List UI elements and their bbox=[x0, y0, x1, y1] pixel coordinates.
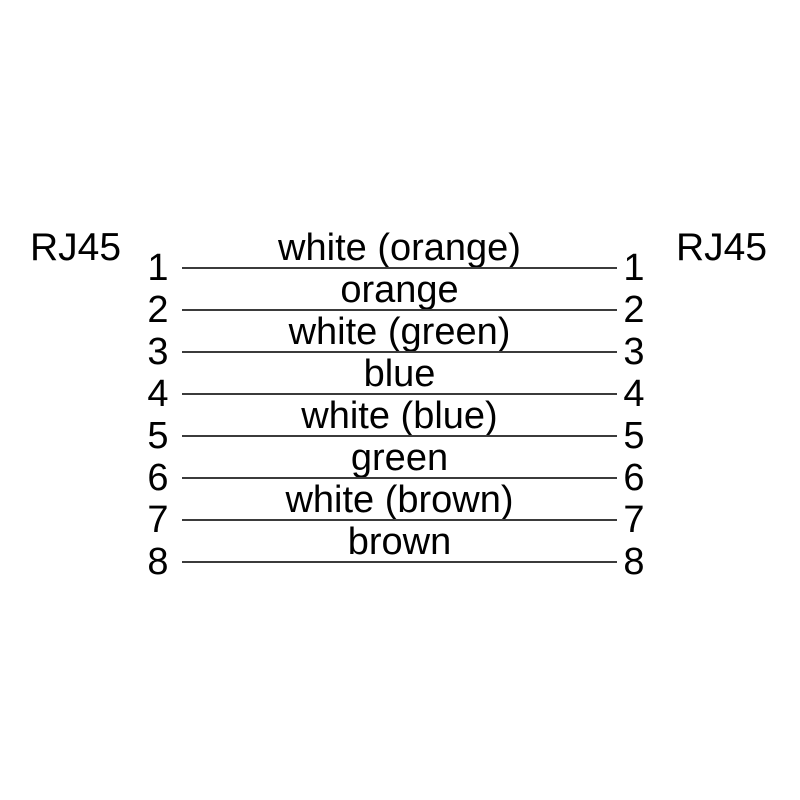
wire-color-label: white (orange) bbox=[278, 227, 521, 269]
wire-color-label: white (brown) bbox=[285, 479, 514, 521]
wire-line bbox=[182, 561, 617, 563]
left-pin-number: 3 bbox=[147, 331, 169, 373]
wire-color-label: orange bbox=[340, 269, 459, 311]
wire-color-label: green bbox=[350, 437, 449, 479]
left-pin-number: 7 bbox=[147, 499, 169, 541]
right-pin-number: 8 bbox=[623, 541, 645, 583]
left-connector-label: RJ45 bbox=[30, 226, 122, 269]
left-pin-number: 4 bbox=[147, 373, 169, 415]
left-pin-number: 5 bbox=[147, 415, 169, 457]
wire-color-label: blue bbox=[363, 353, 436, 395]
left-pin-number: 1 bbox=[147, 247, 169, 289]
left-pin-number: 6 bbox=[147, 457, 169, 499]
wire-color-label: white (blue) bbox=[301, 395, 498, 437]
right-pin-number: 1 bbox=[623, 247, 645, 289]
left-pin-number: 2 bbox=[147, 289, 169, 331]
left-pin-number: 8 bbox=[147, 541, 169, 583]
right-pin-number: 3 bbox=[623, 331, 645, 373]
wire-line bbox=[182, 477, 617, 479]
wire-line bbox=[182, 267, 617, 269]
right-pin-number: 2 bbox=[623, 289, 645, 331]
right-pin-number: 7 bbox=[623, 499, 645, 541]
wire-line bbox=[182, 393, 617, 395]
right-pin-number: 4 bbox=[623, 373, 645, 415]
wire-line bbox=[182, 309, 617, 311]
right-pin-number: 5 bbox=[623, 415, 645, 457]
wire-line bbox=[182, 519, 617, 521]
wire-color-label: brown bbox=[347, 521, 452, 563]
wire-color-label: white (green) bbox=[288, 311, 511, 353]
right-pin-number: 6 bbox=[623, 457, 645, 499]
wire-line bbox=[182, 435, 617, 437]
wire-line bbox=[182, 351, 617, 353]
right-connector-label: RJ45 bbox=[676, 226, 768, 269]
